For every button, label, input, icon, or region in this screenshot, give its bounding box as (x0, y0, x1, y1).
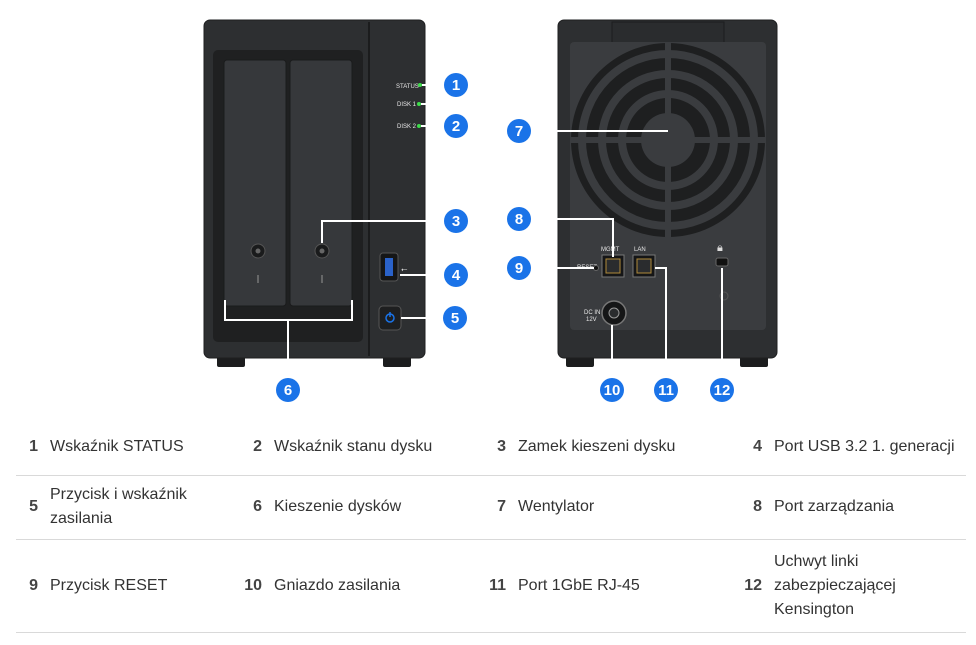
usb-port-tongue (385, 258, 393, 276)
drive-tray-2 (289, 59, 353, 307)
callout-1-text: 1 (452, 77, 460, 94)
device-diagram: STATUS DISK 1 DISK 2 ⭠ MGMT LAN RESE (203, 19, 778, 402)
legend-label: Wskaźnik stanu dysku (274, 438, 433, 456)
legend-number: 2 (253, 438, 262, 456)
status-led-label: STATUS (396, 84, 419, 90)
legend-label: Gniazdo zasilania (274, 576, 401, 594)
lan-port-jack (636, 258, 652, 274)
power-button (378, 305, 402, 331)
legend-number: 8 (753, 498, 762, 515)
callout-8: 8 (507, 207, 531, 231)
legend-number: 3 (497, 438, 506, 456)
dc-power-jack-inner (608, 307, 620, 319)
callout-7: 7 (507, 119, 531, 143)
legend-label: Zamek kieszeni dysku (518, 438, 676, 456)
dc-12v-label: 12V (586, 317, 597, 323)
leader-8 (530, 218, 614, 257)
disk2-led-label: DISK 2 (397, 124, 417, 130)
drive-tray-1 (223, 59, 287, 307)
fan-hub (641, 113, 695, 167)
disk1-led-label: DISK 1 (397, 102, 417, 108)
callout-5: 5 (443, 306, 467, 330)
legend-number: 5 (29, 498, 38, 515)
legend-number: 4 (753, 438, 762, 456)
mgmt-port-label: MGMT (601, 247, 620, 253)
legend-number: 9 (29, 576, 38, 594)
legend-number: 10 (244, 576, 262, 594)
kensington-slot (715, 257, 729, 267)
disk1-led (417, 102, 421, 106)
callout-7-text: 7 (515, 123, 523, 140)
leader-2 (421, 103, 448, 127)
dc-in-label: DC IN (584, 310, 600, 316)
callout-4: 4 (444, 263, 468, 287)
legend-label: Port USB 3.2 1. generacji (774, 438, 955, 456)
legend-label: Port 1GbE RJ-45 (518, 576, 640, 594)
legend-table: 1 Wskaźnik STATUS 2 Wskaźnik stanu dysku… (16, 420, 966, 633)
rear-screw (719, 291, 729, 301)
callout-2: 2 (444, 114, 468, 138)
tray-1-lock-dot (255, 248, 261, 254)
legend-number: 11 (489, 576, 506, 594)
callout-1: 1 (444, 73, 468, 97)
lock-icon: 🔒︎ (717, 242, 723, 254)
callout-3-text: 3 (452, 213, 460, 230)
legend-number: 1 (29, 438, 38, 456)
legend-row: 5 Przycisk i wskaźnik zasilania 6 Kiesze… (16, 475, 966, 539)
legend-label: Przycisk RESET (50, 576, 168, 594)
mgmt-port-jack (605, 258, 621, 274)
status-led (418, 83, 422, 87)
callout-10-text: 10 (604, 382, 621, 399)
rear-top-tab (611, 21, 725, 45)
legend-label: Uchwyt linki zabezpieczającej Kensington (774, 552, 896, 618)
callout-9-text: 9 (515, 260, 523, 277)
callout-6-text: 6 (284, 382, 292, 399)
leader-11 (655, 267, 667, 378)
callout-8-text: 8 (515, 211, 523, 228)
legend-label: Wskaźnik STATUS (50, 438, 184, 456)
legend-number: 12 (744, 576, 762, 594)
callout-5-text: 5 (451, 310, 459, 327)
callout-12-text: 12 (714, 382, 731, 399)
callout-11: 11 (654, 378, 678, 402)
legend-label: Kieszenie dysków (274, 498, 402, 515)
legend-row: 1 Wskaźnik STATUS 2 Wskaźnik stanu dysku… (16, 420, 966, 475)
callout-4-text: 4 (452, 267, 461, 284)
legend-number: 7 (497, 498, 506, 515)
legend-label: Przycisk i wskaźnik zasilania (50, 486, 187, 527)
tray-2-lock-dot (319, 248, 325, 254)
callout-3: 3 (444, 209, 468, 233)
callout-2-text: 2 (452, 118, 460, 135)
usb-icon: ⭠ (401, 265, 408, 274)
disk2-led (417, 124, 421, 128)
reset-button (593, 265, 599, 271)
callout-10: 10 (600, 378, 624, 402)
legend-label: Wentylator (518, 498, 595, 515)
legend-label: Port zarządzania (774, 498, 895, 515)
lan-port-label: LAN (634, 247, 646, 253)
legend-row: 9 Przycisk RESET 10 Gniazdo zasilania 11… (16, 539, 966, 632)
callout-11-text: 11 (658, 382, 674, 399)
leader-lines (224, 84, 723, 380)
callout-12: 12 (710, 378, 734, 402)
rear-view: MGMT LAN RESET DC IN 12V 🔒︎ (557, 19, 778, 367)
callout-6: 6 (276, 378, 300, 402)
front-view: STATUS DISK 1 DISK 2 ⭠ (203, 19, 426, 367)
legend-number: 6 (253, 498, 262, 515)
leader-3 (321, 220, 447, 243)
callout-9: 9 (507, 256, 531, 280)
diagram-svg: STATUS DISK 1 DISK 2 ⭠ MGMT LAN RESE (203, 19, 778, 402)
